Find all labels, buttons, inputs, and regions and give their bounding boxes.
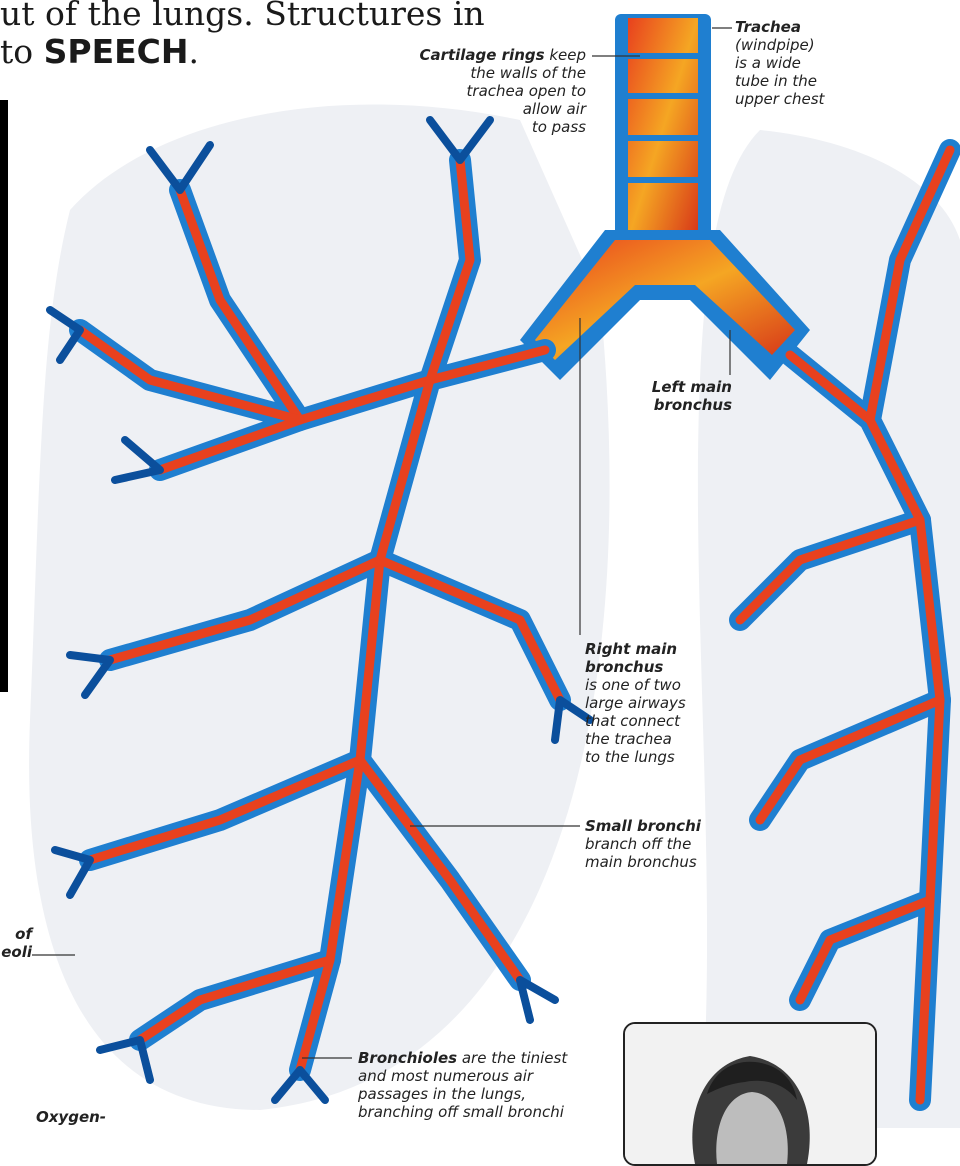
label-oxygen-fragment-text: Oxygen- — [36, 1108, 106, 1126]
heading-text-1: ut of the lungs. Structures in — [0, 0, 485, 33]
label-bronchioles-line: branching off small bronchi — [358, 1103, 588, 1121]
label-right-bronchus-line: the trachea — [585, 730, 725, 748]
label-trachea-line: tube in the — [735, 72, 855, 90]
label-right-bronchus-line: is one of two — [585, 676, 725, 694]
label-trachea-line: upper chest — [735, 90, 855, 108]
label-alveoli-fragment-line: of — [0, 925, 32, 943]
label-bronchioles-line: passages in the lungs, — [358, 1085, 588, 1103]
label-right-main-bronchus: Right main bronchus is one of two large … — [585, 640, 725, 766]
label-bronchioles-rest: are the tiniest — [457, 1049, 567, 1067]
label-cartilage-rings: Cartilage rings keep the walls of the tr… — [410, 46, 586, 136]
label-bronchioles-line: and most numerous air — [358, 1067, 588, 1085]
speech-link[interactable]: SPEECH — [44, 32, 189, 71]
right-lung-branches — [50, 120, 590, 1100]
label-alveoli-fragment: of eoli — [0, 925, 32, 961]
label-right-bronchus-line: that connect — [585, 712, 725, 730]
label-trachea: Trachea (windpipe) is a wide tube in the… — [735, 18, 855, 108]
label-small-bronchi-line: main bronchus — [585, 853, 735, 871]
label-trachea-line: (windpipe) — [735, 36, 855, 54]
heading-line-1: ut of the lungs. Structures in — [0, 0, 485, 34]
label-small-bronchi-term: Small bronchi — [585, 817, 735, 835]
bronchial-tree-illustration — [0, 0, 960, 1128]
portrait-photo-frame — [623, 1022, 877, 1166]
label-left-main-bronchus: Left main bronchus — [620, 378, 732, 414]
label-left-bronchus-line: bronchus — [620, 396, 732, 414]
heading-text-2-prefix: to — [0, 32, 44, 71]
label-small-bronchi: Small bronchi branch off the main bronch… — [585, 817, 735, 871]
label-left-bronchus-line: Left main — [620, 378, 732, 396]
label-cartilage-term: Cartilage rings — [419, 46, 544, 64]
label-right-bronchus-term: Right main — [585, 640, 725, 658]
portrait-photo — [625, 1024, 875, 1164]
label-cartilage-line: the walls of the — [410, 64, 586, 82]
label-bronchioles: Bronchioles are the tiniest and most num… — [358, 1049, 588, 1121]
label-cartilage-rest: keep — [545, 46, 586, 64]
label-bronchioles-term: Bronchioles — [358, 1049, 457, 1067]
heading-text-2-suffix: . — [189, 32, 200, 71]
label-oxygen-fragment: Oxygen- — [36, 1108, 106, 1126]
label-small-bronchi-line: branch off the — [585, 835, 735, 853]
label-right-bronchus-term: bronchus — [585, 658, 725, 676]
label-cartilage-line: trachea open to — [410, 82, 586, 100]
label-trachea-term: Trachea — [735, 18, 855, 36]
label-right-bronchus-line: large airways — [585, 694, 725, 712]
label-cartilage-line: to pass — [410, 118, 586, 136]
label-right-bronchus-line: to the lungs — [585, 748, 725, 766]
label-trachea-line: is a wide — [735, 54, 855, 72]
sidebar-rule — [0, 100, 8, 692]
label-alveoli-fragment-line: eoli — [0, 943, 32, 961]
label-cartilage-line: allow air — [410, 100, 586, 118]
heading-line-2: to SPEECH. — [0, 32, 199, 72]
